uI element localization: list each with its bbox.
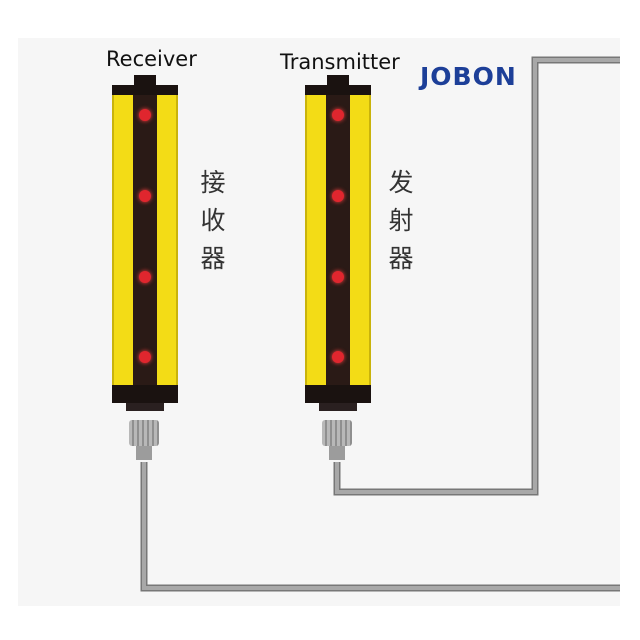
transmitter-cn-char: 射 bbox=[388, 206, 414, 235]
transmitter-connector-nut bbox=[322, 420, 352, 446]
receiver-connector bbox=[129, 420, 159, 460]
transmitter-top-nub bbox=[327, 75, 349, 87]
receiver-cn-char: 接 bbox=[200, 168, 226, 197]
receiver-bottom-cap bbox=[112, 385, 178, 403]
receiver-led bbox=[139, 109, 151, 121]
transmitter-label: Transmitter bbox=[280, 50, 400, 74]
receiver-lens-strip bbox=[133, 95, 157, 387]
receiver-top-cap bbox=[112, 85, 178, 95]
receiver-device bbox=[112, 75, 178, 411]
transmitter-led bbox=[332, 190, 344, 202]
transmitter-led bbox=[332, 351, 344, 363]
receiver-cn-char: 收 bbox=[200, 206, 226, 235]
receiver-top-nub bbox=[134, 75, 156, 87]
receiver-cn-char: 器 bbox=[200, 244, 226, 273]
transmitter-cable bbox=[333, 56, 620, 496]
transmitter-cn-label: 发 射 器 bbox=[385, 164, 417, 278]
transmitter-device bbox=[305, 75, 371, 411]
transmitter-connector bbox=[322, 420, 352, 460]
receiver-cable bbox=[140, 462, 620, 592]
receiver-bottom-plug bbox=[126, 403, 164, 411]
receiver-cn-label: 接 收 器 bbox=[197, 164, 229, 278]
transmitter-lens-strip bbox=[326, 95, 350, 387]
transmitter-top-cap bbox=[305, 85, 371, 95]
transmitter-bottom-cap bbox=[305, 385, 371, 403]
receiver-led bbox=[139, 351, 151, 363]
transmitter-cn-char: 器 bbox=[388, 244, 414, 273]
receiver-led bbox=[139, 271, 151, 283]
receiver-connector-neck bbox=[136, 446, 152, 460]
receiver-label: Receiver bbox=[106, 47, 197, 71]
receiver-led bbox=[139, 190, 151, 202]
transmitter-led bbox=[332, 109, 344, 121]
transmitter-led bbox=[332, 271, 344, 283]
transmitter-bottom-plug bbox=[319, 403, 357, 411]
transmitter-connector-neck bbox=[329, 446, 345, 460]
receiver-connector-nut bbox=[129, 420, 159, 446]
transmitter-cn-char: 发 bbox=[388, 168, 414, 197]
jobon-logo: JOBON bbox=[420, 62, 517, 91]
